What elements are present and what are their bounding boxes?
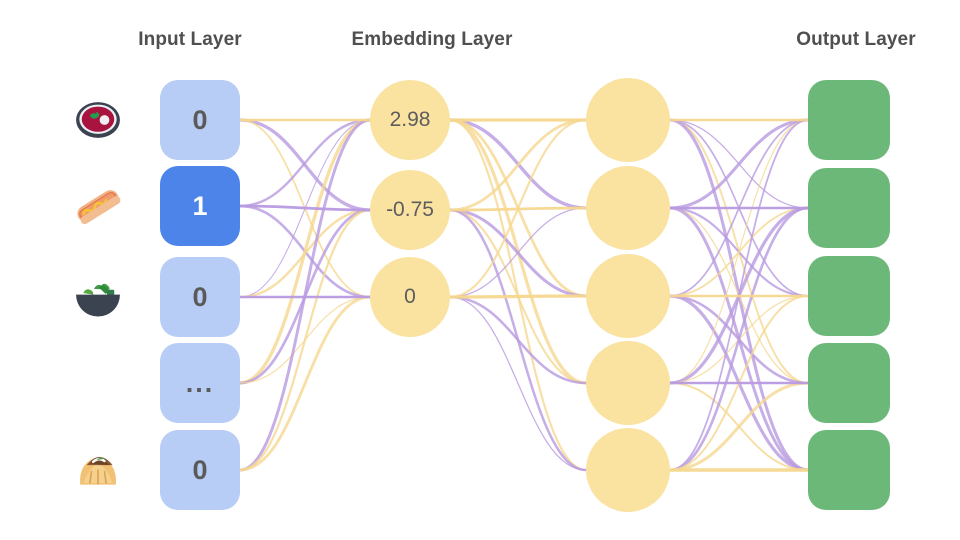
- edge: [238, 118, 372, 472]
- output-box[interactable]: [808, 430, 890, 510]
- layer-title: Output Layer: [796, 29, 916, 50]
- edge: [449, 207, 587, 298]
- edge: [238, 208, 372, 472]
- embedding-node-value: -0.75: [386, 198, 434, 221]
- embedding-node[interactable]: -0.75: [370, 170, 450, 250]
- edge: [449, 296, 587, 471]
- input-value: 1: [192, 190, 208, 221]
- edge: [238, 295, 372, 472]
- input-box[interactable]: ...: [160, 343, 240, 423]
- hidden-node[interactable]: [586, 428, 670, 512]
- input-value: 0: [192, 104, 208, 135]
- edge: [448, 118, 588, 212]
- input-box-active[interactable]: 1: [160, 166, 240, 246]
- output-box[interactable]: [808, 168, 890, 248]
- hot-dog-icon: [72, 180, 124, 237]
- taco-icon: [72, 444, 124, 501]
- input-box[interactable]: 0: [160, 80, 240, 160]
- edge: [238, 204, 372, 212]
- embedding-node[interactable]: 0: [370, 257, 450, 337]
- embedding-node-value: 0: [404, 285, 416, 308]
- embedding-node[interactable]: 2.98: [370, 80, 450, 160]
- edge: [238, 118, 372, 208]
- output-box[interactable]: [808, 256, 890, 336]
- edge: [668, 118, 810, 210]
- hidden-node[interactable]: [586, 166, 670, 250]
- soup-bowl-icon: [72, 94, 124, 151]
- salad-bowl-icon: [72, 271, 124, 328]
- output-box[interactable]: [808, 80, 890, 160]
- layer-title: Embedding Layer: [351, 29, 513, 50]
- edge: [448, 295, 588, 385]
- edge: [669, 119, 809, 384]
- hidden-node[interactable]: [586, 254, 670, 338]
- edge: [448, 294, 588, 299]
- embedding-node-value: 2.98: [389, 108, 431, 131]
- input-value: 0: [192, 281, 208, 312]
- edge: [668, 206, 810, 472]
- input-box[interactable]: 0: [160, 430, 240, 510]
- edge: [238, 118, 372, 212]
- input-box[interactable]: 0: [160, 257, 240, 337]
- edge: [238, 118, 372, 385]
- layer-title: Input Layer: [138, 29, 242, 50]
- hidden-node[interactable]: [586, 78, 670, 162]
- edge: [668, 381, 810, 472]
- edge: [448, 206, 588, 212]
- hidden-node[interactable]: [586, 341, 670, 425]
- input-value: ...: [185, 367, 215, 398]
- input-value: 0: [192, 454, 208, 485]
- output-box[interactable]: [808, 343, 890, 423]
